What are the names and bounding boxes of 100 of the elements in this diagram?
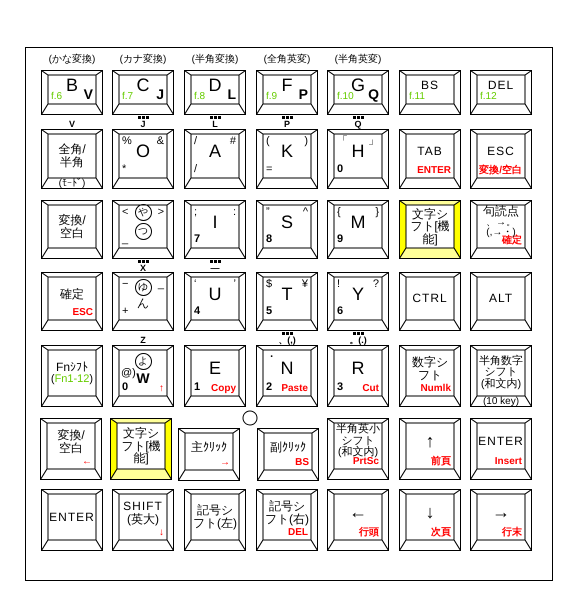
key-label: 、(,) — [277, 336, 297, 345]
key-legend: 確定 — [60, 288, 84, 300]
key-legend: U — [208, 284, 222, 304]
key-legend: ← — [349, 503, 367, 522]
symbol-label: + — [122, 306, 128, 318]
key-legend: B — [66, 76, 78, 94]
key — [41, 272, 103, 331]
key-legend: 全角/半角 — [52, 143, 92, 169]
mode-label: (カナ変換) — [118, 55, 168, 66]
key — [41, 489, 103, 551]
mode-label: (全角英変) — [262, 55, 312, 66]
key-legend: (Fn1-12) — [50, 374, 94, 386]
function-key-label: f.6 — [51, 92, 62, 102]
symbol-label: 「 — [337, 136, 348, 148]
key-legend: I — [212, 212, 218, 232]
key — [41, 345, 103, 407]
symbol-label: ^ — [302, 207, 308, 219]
function-key-label: f.11 — [409, 92, 425, 102]
symbol-label: 3 — [337, 382, 344, 394]
function-label: PrtSc — [352, 456, 379, 467]
symbol-label: ; — [194, 207, 198, 219]
key — [112, 489, 174, 551]
key — [399, 489, 461, 551]
key-legend: ↑ — [426, 432, 434, 451]
symbol-label: ’ — [234, 279, 236, 291]
function-label: 前頁 — [431, 456, 451, 467]
key-legend: F — [282, 76, 292, 94]
function-label: 次頁 — [431, 528, 451, 538]
symbol-label: { — [337, 207, 341, 219]
symbol-label: * — [122, 164, 126, 176]
symbol-label: ( — [266, 136, 270, 148]
symbol-label: ” — [266, 207, 270, 219]
key-legend: J — [156, 87, 164, 102]
function-label: 行末 — [502, 528, 522, 538]
key-legend: 句読点 — [483, 205, 519, 218]
key-legend: (10 key) — [470, 396, 532, 407]
symbol-label: − — [122, 279, 128, 291]
key — [399, 345, 461, 407]
key — [112, 200, 174, 259]
key — [327, 272, 389, 331]
circled-kana: つ — [134, 223, 152, 240]
key — [112, 272, 174, 331]
key — [399, 200, 461, 259]
function-label: ↓ — [159, 528, 164, 538]
key — [184, 345, 246, 407]
key-label: 。(.) — [348, 336, 368, 345]
symbol-label: ) — [304, 136, 308, 148]
key-label: L — [211, 120, 219, 129]
function-label: Cut — [362, 384, 379, 394]
key — [470, 129, 532, 189]
key-legend: Y — [352, 284, 364, 304]
symbol-label: 2 — [266, 382, 272, 394]
key — [178, 428, 240, 481]
symbol-label: 4 — [194, 306, 200, 318]
circled-kana: ゆ — [134, 279, 152, 296]
key-legend: Fnｼﾌﾄ — [56, 360, 88, 374]
key — [470, 272, 532, 331]
symbol-label: _ — [122, 234, 128, 246]
key — [184, 55, 246, 115]
function-label: 行頭 — [359, 528, 379, 538]
key — [470, 200, 532, 259]
function-label: → — [220, 458, 230, 468]
function-label: DEL — [288, 528, 308, 538]
key-label: X — [138, 264, 147, 273]
key-legend: C — [136, 76, 150, 94]
key-legend: ENTER — [478, 435, 524, 448]
symbol-label: & — [156, 136, 164, 148]
key-legend: SHIFT — [123, 500, 163, 512]
symbol-label: ¥ — [302, 279, 308, 291]
key-legend: BS — [420, 78, 439, 92]
key-legend: ↓ — [426, 503, 434, 522]
circled-kana: や — [134, 204, 152, 221]
function-label: Insert — [494, 456, 522, 467]
key — [256, 345, 318, 407]
mode-label: (半角英変) — [334, 55, 382, 66]
key-label: Z — [139, 336, 147, 345]
key-legend: ALT — [488, 292, 514, 305]
key-legend: 文字シフト[機能] — [407, 208, 453, 246]
key — [327, 200, 389, 259]
key-legend: 、→。 — [486, 218, 516, 228]
key — [184, 489, 246, 551]
function-label: ESC — [72, 308, 93, 318]
mode-label: (かな変換) — [48, 55, 96, 66]
function-key-label: f.7 — [122, 92, 134, 102]
key-legend: → — [492, 503, 510, 522]
key — [327, 418, 389, 480]
key-legend: E — [208, 359, 221, 378]
symbol-label: 0 — [337, 164, 344, 176]
key-legend: 半角数字シフト(和文内) — [478, 356, 524, 390]
key — [112, 55, 174, 115]
key — [399, 129, 461, 189]
symbol-label: > — [158, 207, 164, 219]
key — [256, 272, 318, 331]
key-legend: R — [352, 359, 364, 378]
symbol-label: $ — [266, 279, 272, 291]
symbol-label: 」 — [368, 136, 379, 148]
symbol-label: = — [266, 164, 272, 176]
key-legend: S — [280, 212, 293, 232]
key-legend: 記号シフト(右) — [264, 500, 310, 526]
key-legend: 数字シフト — [410, 356, 450, 382]
